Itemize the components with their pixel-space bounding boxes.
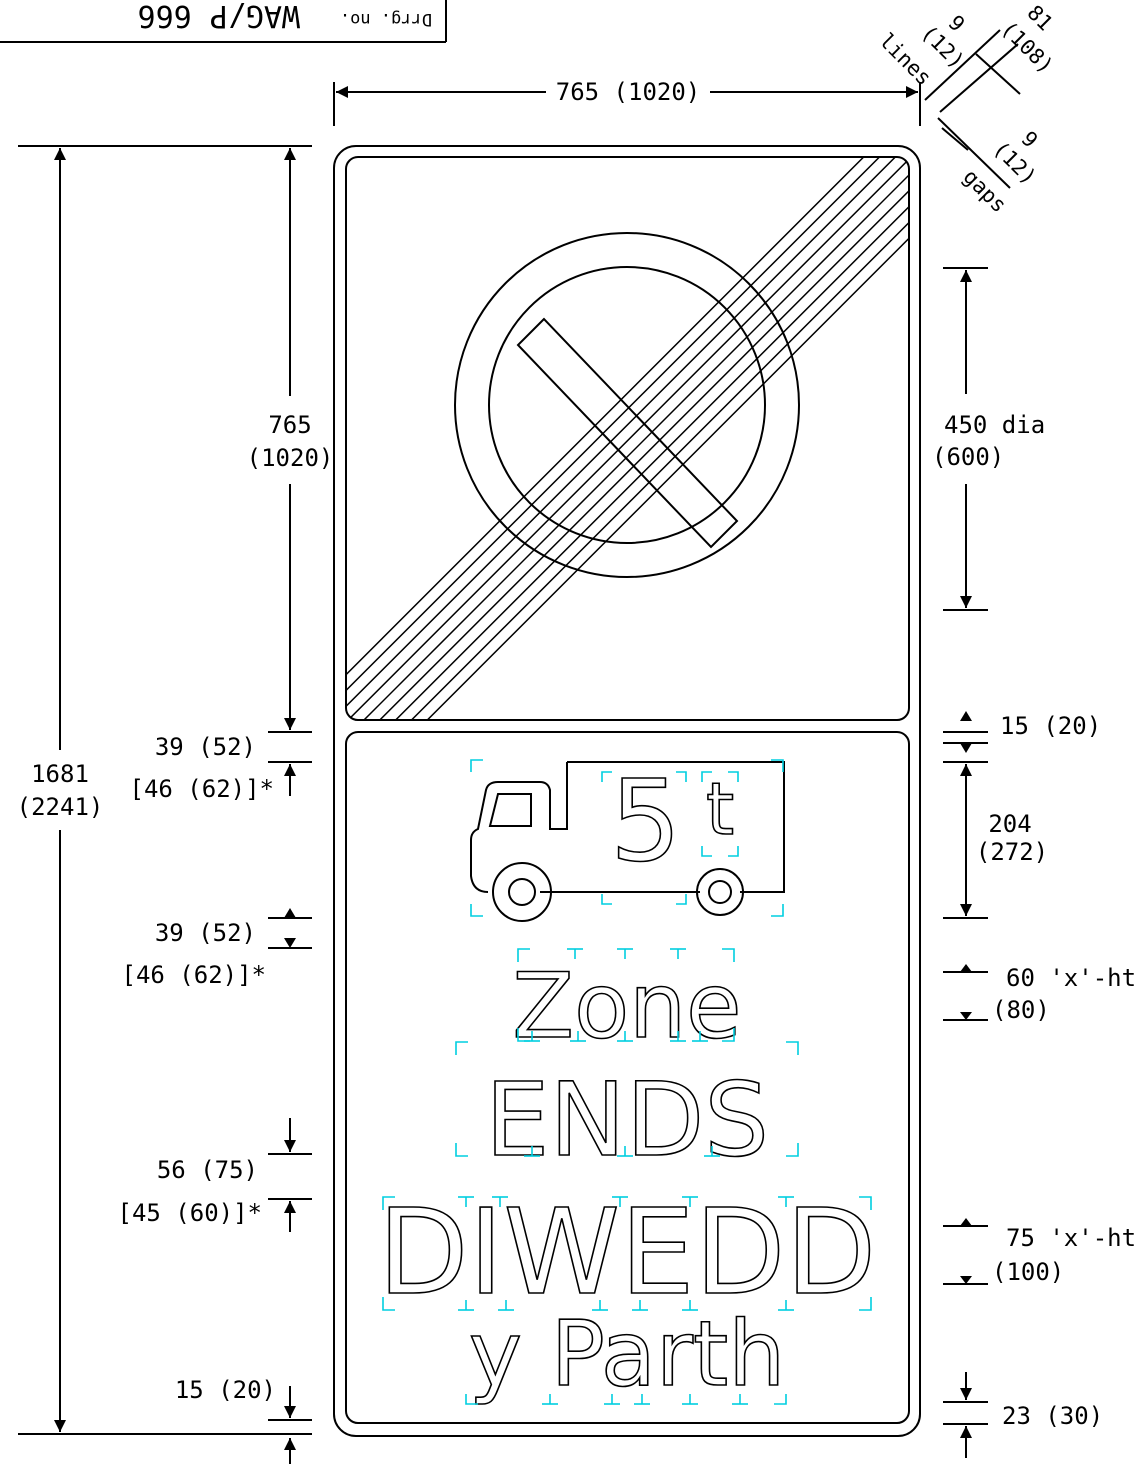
stripe-line <box>377 188 909 720</box>
no-waiting-roundel <box>454 232 800 578</box>
legend-y-parth: y Parth <box>469 1302 786 1407</box>
stripe-line <box>346 157 909 720</box>
stripe-line <box>353 164 909 720</box>
stripe-line <box>346 157 896 707</box>
stripe-line <box>346 157 904 715</box>
mid-gap-label: 39 (52) <box>155 919 256 947</box>
xht-cy-metric-label: (100) <box>992 1258 1064 1286</box>
stripe-line <box>361 172 909 720</box>
stripe-line <box>369 180 909 720</box>
mid-gap-alt-label: [46 (62)]* <box>122 961 267 989</box>
weight-unit: t <box>706 767 734 851</box>
dimension-lines <box>18 29 1021 1464</box>
legend-diwedd: DIWEDD <box>378 1183 877 1321</box>
top-margin-lower-label: 39 (52) <box>155 733 256 761</box>
stripe-lines-count: 9 <box>943 11 969 37</box>
title-block: Drrg. no. WAG/P 666 <box>0 0 447 43</box>
total-height-metric-label: (2241) <box>17 793 104 821</box>
upper-height-metric-label: (1020) <box>247 444 334 472</box>
diagonal-stripes <box>346 157 909 720</box>
roundel-dia-metric-label: (600) <box>932 443 1004 471</box>
truck-height-label: 204 <box>988 810 1031 838</box>
truck-icon: 5 t <box>470 756 785 922</box>
weight-value: 5 <box>610 757 681 887</box>
width-label: 765 (1020) <box>556 78 701 106</box>
sign-outline <box>333 145 921 1437</box>
drawing-no-label: Drrg. no. <box>340 9 432 29</box>
lang-gap-alt-label: [45 (60)]* <box>118 1199 263 1227</box>
xht-en-label: 60 'x'-ht. <box>1006 964 1136 992</box>
spacing-guides <box>382 759 872 1405</box>
bottom-margin-right-label: 23 (30) <box>1002 1402 1103 1430</box>
xht-en-metric-label: (80) <box>992 996 1050 1024</box>
drawing-no: WAG/P 666 <box>137 0 300 33</box>
stripe-gaps-label: gaps <box>958 165 1011 218</box>
roundel-dia-label: 450 dia <box>944 411 1045 439</box>
legend-zone: Zone <box>512 954 741 1059</box>
total-height-label: 1681 <box>31 760 89 788</box>
stripe-line <box>346 157 909 720</box>
upper-height-label: 765 <box>268 411 311 439</box>
legend-ends: ENDS <box>485 1061 769 1180</box>
stripe-line <box>346 157 909 720</box>
top-margin-lower-alt-label: [46 (62)]* <box>130 775 275 803</box>
stripe-gaps-count: 9 <box>1016 127 1042 153</box>
bottom-margin-label: 15 (20) <box>175 1376 276 1404</box>
truck-height-metric-label: (272) <box>976 838 1048 866</box>
xht-cy-label: 75 'x'-ht. <box>1006 1224 1136 1252</box>
panel-gap-label: 15 (20) <box>1000 712 1101 740</box>
lang-gap-label: 56 (75) <box>157 1156 258 1184</box>
